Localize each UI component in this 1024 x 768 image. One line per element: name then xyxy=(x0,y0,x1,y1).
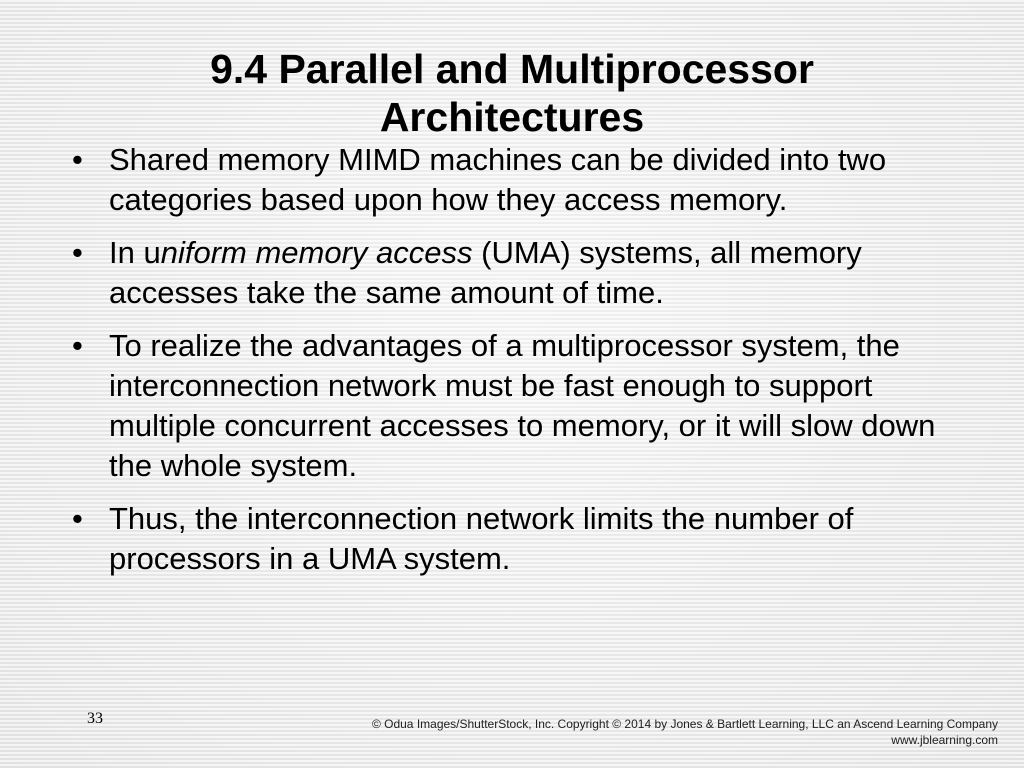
page-number: 33 xyxy=(87,710,103,727)
bullet-icon: • xyxy=(72,501,83,536)
bullet-text-suffix: (UMA) systems, all memory accesses take … xyxy=(109,235,862,310)
bullet-text: In uniform memory access (UMA) systems, … xyxy=(109,233,972,313)
bullet-list: • Shared memory MIMD machines can be div… xyxy=(72,140,972,592)
bullet-item: • In uniform memory access (UMA) systems… xyxy=(72,233,972,313)
bullet-icon: • xyxy=(72,142,83,177)
bullet-icon: • xyxy=(72,235,83,270)
slide-title-line-2: Architectures xyxy=(379,94,645,141)
bullet-text-emphasis: niform memory access xyxy=(160,235,473,270)
bullet-icon: • xyxy=(72,328,83,363)
bullet-item: • Shared memory MIMD machines can be div… xyxy=(72,140,972,220)
copyright-text: © Odua Images/ShutterStock, Inc. Copyrig… xyxy=(371,717,998,731)
website-text: www.jblearning.com xyxy=(891,733,998,747)
bullet-text: Shared memory MIMD machines can be divid… xyxy=(109,142,887,217)
slide-title-line-1: 9.4 Parallel and Multiprocessor xyxy=(210,46,814,93)
bullet-text: Thus, the interconnection network limits… xyxy=(109,501,854,576)
copyright-notice: © Odua Images/ShutterStock, Inc. Copyrig… xyxy=(372,716,998,748)
bullet-text: To realize the advantages of a multiproc… xyxy=(109,328,936,483)
bullet-item: • To realize the advantages of a multipr… xyxy=(72,326,972,486)
bullet-text-prefix: In u xyxy=(109,235,161,270)
bullet-item: • Thus, the interconnection network limi… xyxy=(72,499,972,579)
slide-title: 9.4 Parallel and Multiprocessor Architec… xyxy=(0,45,1024,141)
